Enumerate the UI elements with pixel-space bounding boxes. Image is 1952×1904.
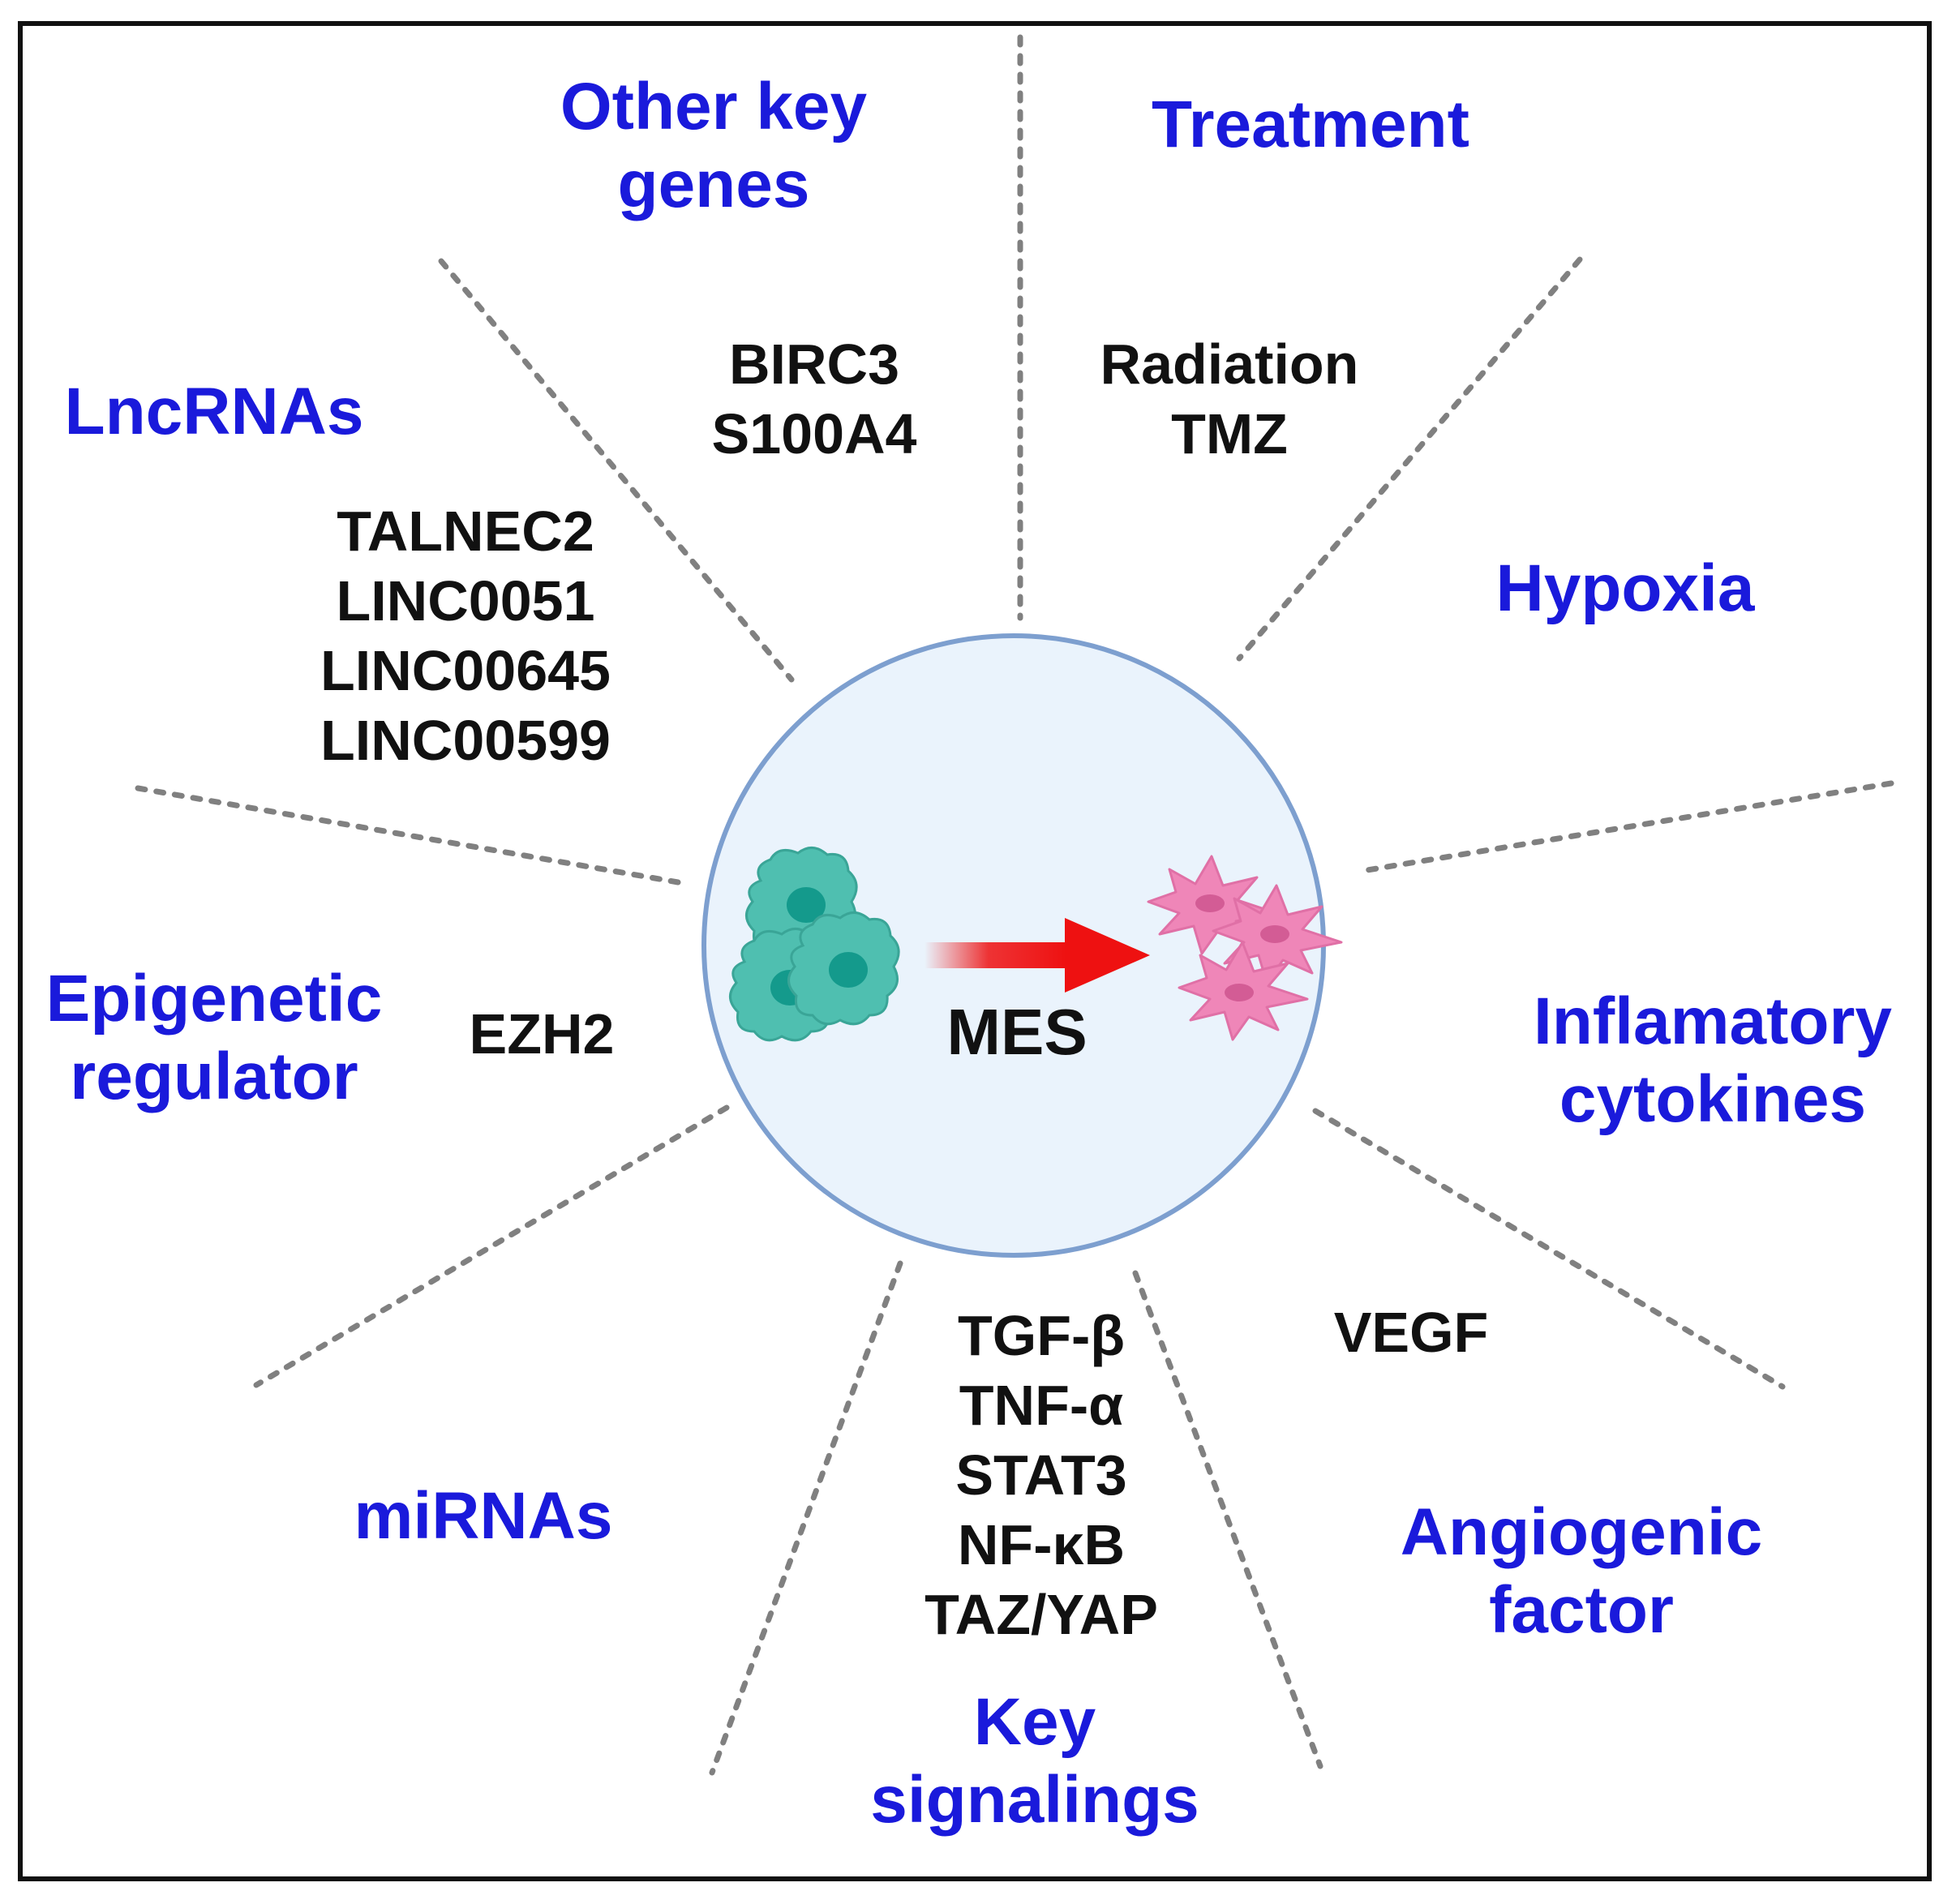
mesenchymal-cell-cluster-icon [1147,855,1343,1041]
category-key-signalings: Key signalings [870,1685,1199,1837]
divider-line [1359,780,1894,874]
divider-line [438,258,795,683]
items-epigenetic-regulator: EZH2 [469,1002,615,1066]
divider-line [1236,256,1583,662]
category-lncrnas: LncRNAs [64,375,364,448]
items-other-key-genes: BIRC3 S100A4 [711,332,917,465]
divider-line [253,1104,730,1388]
category-epigenetic-regulator: Epigenetic regulator [45,962,383,1113]
divider-line [709,1260,903,1776]
items-lncrnas: TALNEC2 LINC0051 LINC00645 LINC00599 [320,500,611,772]
items-treatment: Radiation TMZ [1100,332,1359,465]
category-other-key-genes: Other key genes [560,70,868,221]
stem-cell-cluster-icon [729,847,900,1042]
category-hypoxia: Hypoxia [1495,551,1755,625]
category-inflamatory-cytokines: Inflamatory cytokines [1534,984,1892,1136]
category-angiogenic-factor: Angiogenic factor [1400,1495,1763,1647]
divider-line [1312,1108,1786,1390]
items-angiogenic-factor: VEGF [1333,1301,1489,1364]
items-key-signalings: TGF-β TNF-α STAT3 NF-κB TAZ/YAP [925,1304,1158,1646]
category-mirnas: miRNAs [354,1479,613,1553]
category-treatment: Treatment [1152,88,1469,161]
center-label-mes: MES [946,996,1088,1068]
divider-line [135,785,681,886]
divider-line [1132,1270,1323,1769]
transition-arrow [925,918,1150,993]
